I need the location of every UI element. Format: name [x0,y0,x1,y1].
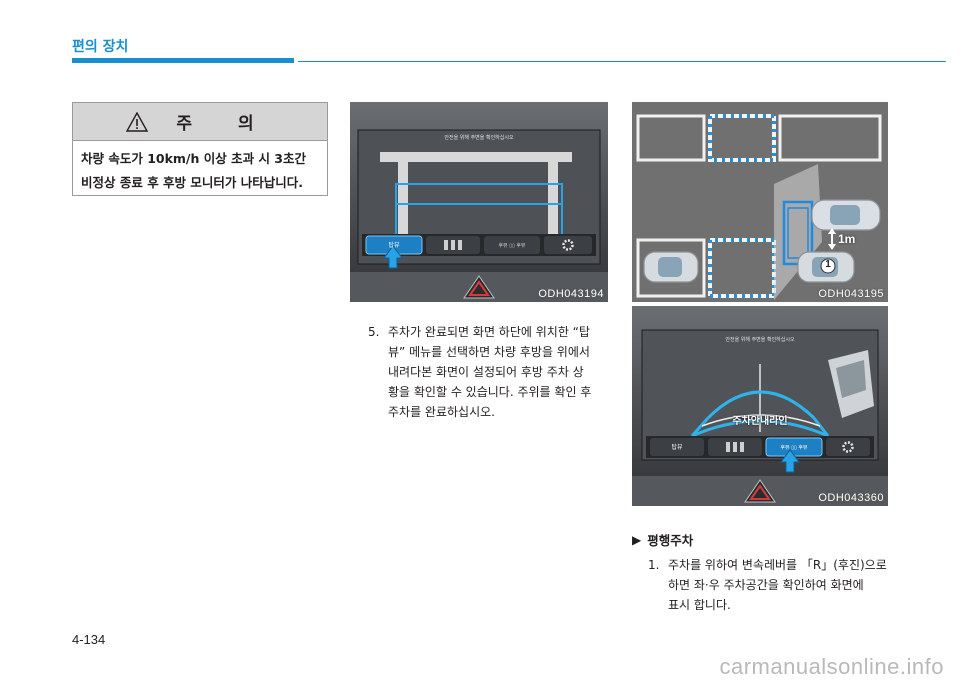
step-text-line: 황을 확인할 수 있습니다. 주위를 확인 후 [388,385,592,399]
caution-box: 주 의 차량 속도가 10km/h 이상 초과 시 3초간 비정상 종료 후 후… [72,102,328,196]
step-text-line: 뷰” 메뉴를 선택하면 차량 후방을 위에서 [388,345,590,359]
step-number: 5. [368,325,380,339]
header-rule-thick [72,58,294,63]
step-5: 5. 주차가 완료되면 화면 하단에 위치한 “탑 뷰” 메뉴를 선택하면 차량… [368,322,608,432]
parallel-parking-heading: ▶ 평행주차 [632,530,693,549]
parallel-step-1: 1. 주차를 위하여 변속레버를 「R」(후진)으로 하면 좌·우 주차공간을 … [648,555,896,621]
screen-message: 안전을 위해 주변을 확인하십시오 [725,337,795,343]
step-number: 1. [648,558,660,572]
figure-code: ODH043360 [818,492,884,504]
watermark: carmanualsonline.info [719,654,944,679]
step-text-line: 주차를 위하여 변속레버를 「R」(후진)으로 [668,558,887,572]
figure-parallel-illustration [632,102,888,302]
distance-label: 1m [838,232,856,246]
triangle-bullet-icon: ▶ [632,532,642,547]
screen-message: 안전을 위해 주변을 확인하십시오 [444,135,514,141]
step-text-line: 주차가 완료되면 화면 하단에 위치한 “탑 [388,325,590,339]
rear-view-button-label: 후뷰 ▯▯ 후뷰 [498,243,526,249]
figure-code: ODH043195 [818,288,884,300]
guide-line-label: 주차안내라인 [732,416,788,427]
figure-rear-guide-screen: 안전을 위해 주변을 확인하십시오 주차안내라인 탑뷰 후뷰 ▯▯ 후뷰 ODH… [632,306,888,506]
caution-text: 차량 속도가 10km/h 이상 초과 시 3초간 비정상 종료 후 후방 모니… [73,141,327,201]
callout-number: 1 [825,259,831,270]
caution-text-line: 비정상 종료 후 후방 모니터가 나타납니다. [81,175,304,190]
parallel-heading-text: 평행주차 [647,533,694,548]
step-text-line: 하면 좌·우 주차공간을 확인하여 화면에 [668,578,864,592]
figure-rear-guide-illustration [632,306,888,506]
page-number: 4-134 [72,632,106,647]
step-text-line: 내려다본 화면이 설정되어 후방 주차 상 [388,365,584,379]
step-text-line: 표시 합니다. [668,598,731,612]
caution-title: 주 의 [176,114,274,134]
figure-parallel-parking-diagram: 1m 1 ODH043195 [632,102,888,302]
section-title: 편의 장치 [72,39,129,55]
topview-button-label: 탑뷰 [671,444,683,451]
topview-button-label: 탑뷰 [388,242,400,249]
figure-topview-illustration [350,102,608,302]
caution-header: 주 의 [73,103,327,141]
rear-view-button-label: 후뷰 ▯▯ 후뷰 [780,445,808,451]
figure-code: ODH043194 [538,288,604,300]
caution-text-line: 차량 속도가 10km/h 이상 초과 시 3초간 [81,151,307,166]
step-text: 주차를 위하여 변속레버를 「R」(후진)으로 하면 좌·우 주차공간을 확인하… [668,555,894,615]
warning-triangle-icon [126,111,149,132]
step-text: 주차가 완료되면 화면 하단에 위치한 “탑 뷰” 메뉴를 선택하면 차량 후방… [388,322,608,422]
figure-topview-screen: 안전을 위해 주변을 확인하십시오 탑뷰 후뷰 ▯▯ 후뷰 ODH043194 [350,102,608,302]
step-text-line: 주차를 완료하십시오. [388,405,495,419]
header-rule-thin [298,61,946,62]
